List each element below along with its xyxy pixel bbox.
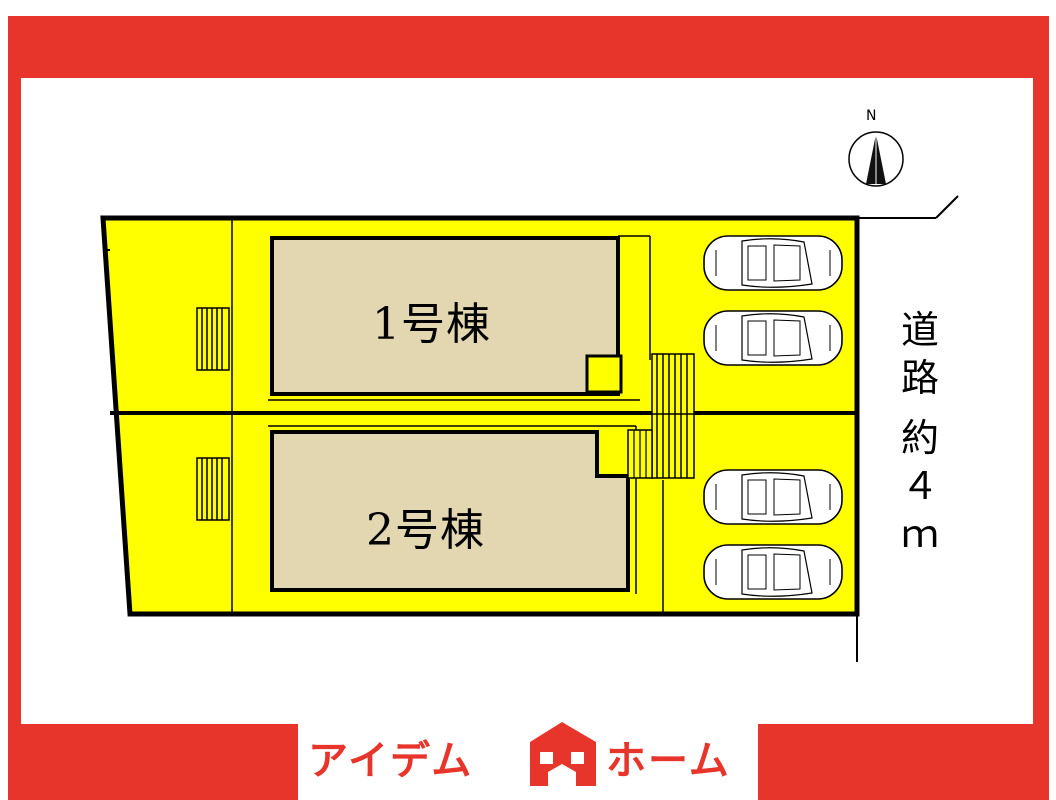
building-2-label: 2号棟 (366, 505, 485, 556)
car-icon (703, 544, 843, 600)
frame-right-bar (1033, 16, 1049, 800)
frame-bottom-right-bar (758, 724, 1049, 800)
compass-icon (848, 131, 904, 187)
road-char: 道 (900, 308, 939, 352)
building-1-label: 1号棟 (372, 299, 491, 350)
road-char: ４ (900, 464, 939, 508)
stairs-icon (196, 307, 230, 371)
frame-top-bar (8, 16, 1049, 78)
frame-left-bar (8, 16, 21, 800)
stairs-icon (627, 353, 695, 479)
frame-bottom-left-bar (8, 724, 298, 800)
brand-text-left: アイデム (308, 738, 474, 784)
car-icon (703, 469, 843, 525)
brand-text-right: ホーム (606, 738, 731, 784)
building-1-footprint (270, 236, 620, 396)
road-char: 路 (900, 356, 939, 400)
road-label: 道 路 約 ４ ｍ (890, 306, 950, 558)
north-label: N (866, 108, 877, 124)
stairs-icon (196, 457, 230, 521)
road-char: ｍ (900, 512, 939, 556)
house-logo-icon (530, 722, 596, 786)
building-1-porch (585, 354, 623, 394)
road-char: 約 (900, 416, 939, 460)
car-icon (703, 310, 843, 366)
car-icon (703, 235, 843, 291)
